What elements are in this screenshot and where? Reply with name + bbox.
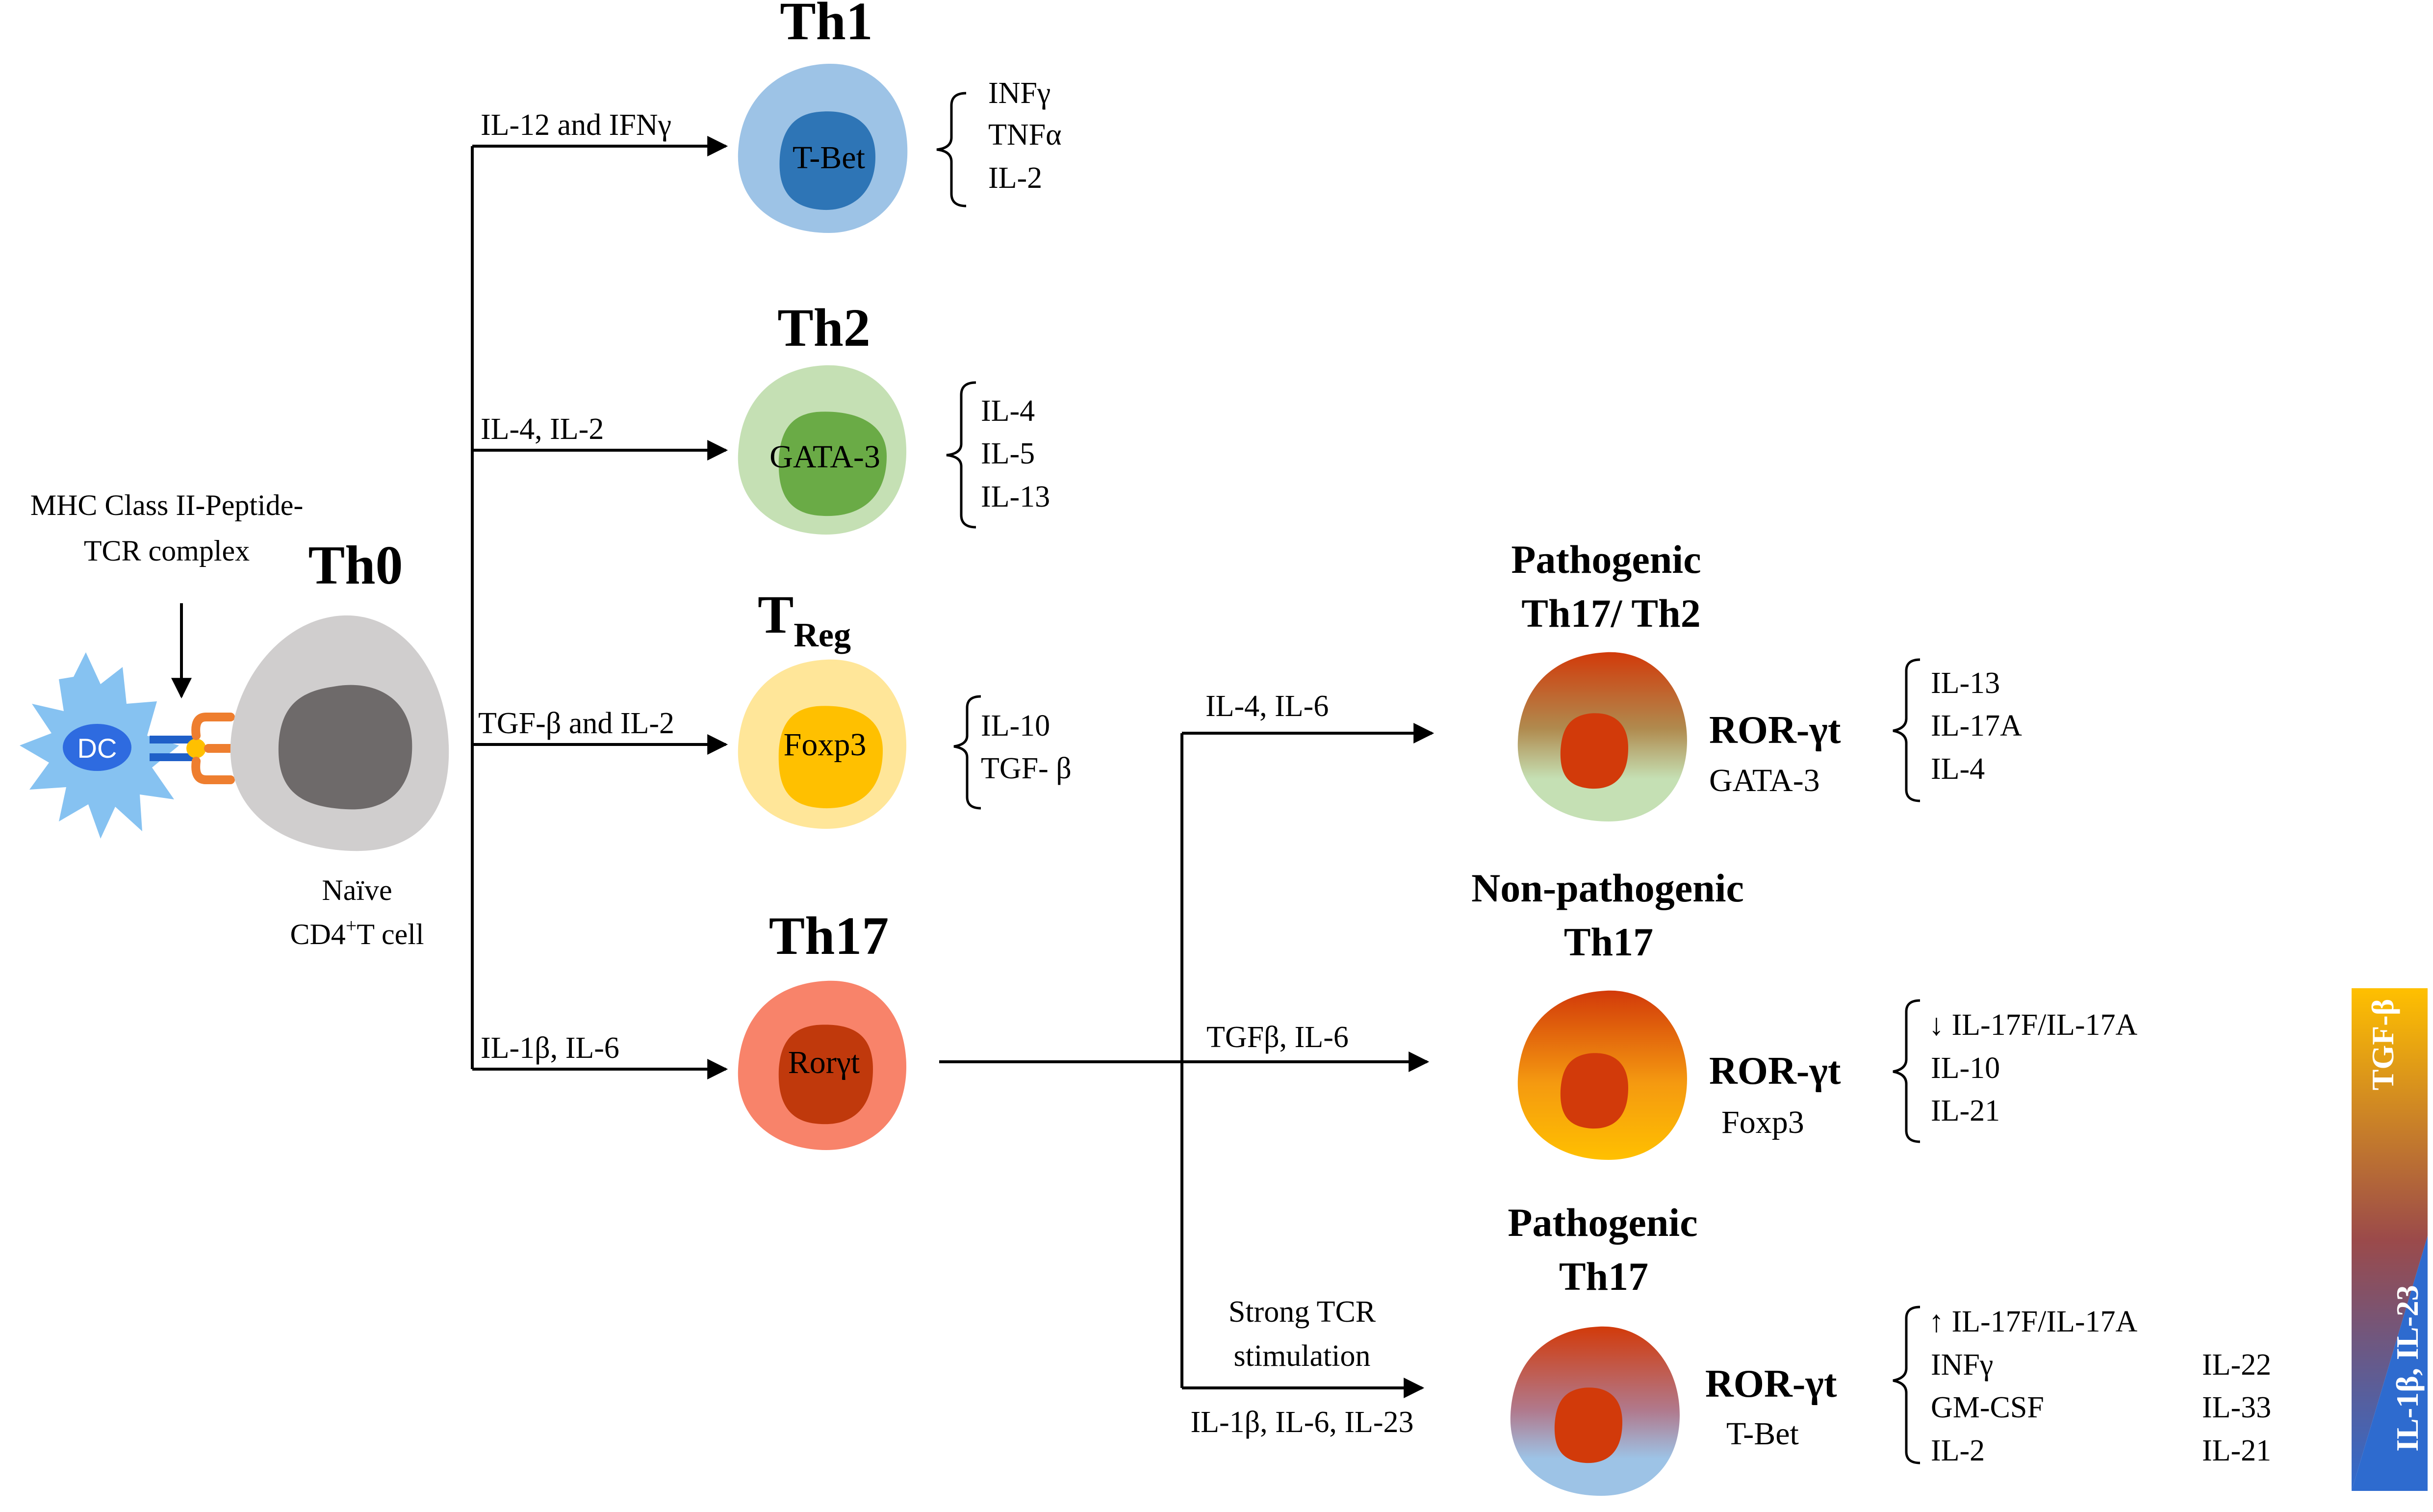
pathogenic-th17-th2-group: Pathogenic Th17/ Th2 ROR-γt GATA-3 IL-13…: [1511, 537, 2022, 821]
pathogenic-th17-brace: [1893, 1306, 1921, 1464]
pathogenic-th17-tf1: ROR-γt: [1705, 1362, 1837, 1406]
pathogenic-th17-cytokine: INFγ: [1931, 1348, 1993, 1382]
th1-brace: [936, 92, 967, 207]
th17-title: Th17: [769, 906, 889, 966]
th1-tf-label: T-Bet: [793, 140, 865, 176]
nonpathogenic-th17-title: Th17: [1564, 920, 1653, 964]
th17-nucleus: [778, 1025, 873, 1125]
pathogenic-th17-th2-tf2: GATA-3: [1709, 763, 1820, 798]
nonpathogenic-th17-cytokine: IL-10: [1931, 1051, 2000, 1085]
pathogenic-th17-cytokine: IL-2: [1931, 1434, 1985, 1467]
th2-cytokine: IL-13: [981, 480, 1050, 513]
nonpathogenic-th17-cytokine: ↓ IL-17F/IL-17A: [1929, 1008, 2138, 1042]
th0-branch-lines: [471, 136, 728, 1079]
nonpathogenic-th17-tf2: Foxp3: [1721, 1104, 1804, 1140]
peptide: [186, 739, 206, 758]
treg-group: TReg Foxp3 IL-10 TGF- β: [738, 585, 1072, 829]
th2-cytokine: IL-5: [981, 437, 1035, 470]
pathogenic-th17-nucleus: [1554, 1387, 1622, 1463]
th2-title: Th2: [777, 298, 871, 358]
treg-cytokine: IL-10: [981, 709, 1050, 743]
mhc-complex-label: TCR complex: [84, 535, 250, 567]
th17-stimulus: IL-1β, IL-6: [481, 1031, 619, 1065]
dc-label: DC: [77, 733, 117, 764]
th2-nucleus: [778, 411, 887, 516]
th1-group: Th1 T-Bet INFγ TNFα IL-2: [738, 0, 1062, 233]
pathogenic-th17-title: Pathogenic: [1508, 1200, 1697, 1245]
th1-cytokine: INFγ: [988, 77, 1050, 110]
pathogenic-th17-cytokine: ↑ IL-17F/IL-17A: [1929, 1305, 2138, 1338]
pathogenic-th2-stimulus: IL-4, IL-6: [1205, 690, 1329, 723]
th17-group: Th17 Rorγt: [738, 906, 907, 1150]
pathogenic-th17-stimulus: stimulation: [1234, 1339, 1371, 1373]
nonpathogenic-th17-brace: [1893, 999, 1921, 1143]
pathogenic-th17-tf2: T-Bet: [1726, 1416, 1799, 1452]
treg-cytokine: TGF- β: [981, 752, 1072, 785]
nonpathogenic-th17-nucleus: [1560, 1053, 1628, 1129]
pathogenic-th17-group: Pathogenic Th17 ROR-γt T-Bet ↑ IL-17F/IL…: [1508, 1200, 2271, 1496]
pathogenic-th17-title: Th17: [1559, 1254, 1648, 1299]
th2-brace: [946, 381, 976, 529]
th2-group: Th2 GATA-3 IL-4 IL-5 IL-13: [738, 298, 1050, 535]
nonpathogenic-th17-cytokine: IL-21: [1931, 1094, 2000, 1128]
nonpathogenic-stimulus: TGFβ, IL-6: [1206, 1021, 1349, 1054]
pathogenic-th17-th2-brace: [1893, 658, 1921, 802]
treg-stimulus: TGF-β and IL-2: [478, 707, 674, 740]
pathogenic-th17-th2-cytokine: IL-4: [1931, 752, 1985, 786]
pathogenic-th17-cytokine: IL-33: [2202, 1391, 2271, 1424]
tgf-beta-wedge: [2352, 988, 2428, 1491]
treg-tf-label: Foxp3: [784, 727, 867, 763]
th0-group: MHC Class II-Peptide- TCR complex DC Th0…: [20, 489, 449, 950]
pathogenic-th17-stimulus: Strong TCR: [1229, 1295, 1376, 1329]
th17-branch-lines: [939, 723, 1434, 1398]
nonpathogenic-th17-group: Non-pathogenic Th17 ROR-γt Foxp3 ↓ IL-17…: [1471, 866, 2138, 1160]
nonpathogenic-th17-title: Non-pathogenic: [1471, 866, 1744, 910]
nonpathogenic-th17-tf1: ROR-γt: [1709, 1050, 1841, 1093]
pathogenic-th17-th2-cytokine: IL-17A: [1931, 709, 2022, 743]
cytokine-gradient-bar: TGF-β IL-1β, IL-23: [2352, 988, 2428, 1491]
naive-label: CD4+T cell: [290, 915, 424, 950]
naive-label: Naïve: [322, 874, 392, 906]
th1-cytokine: TNFα: [988, 118, 1062, 152]
pathogenic-th17-th2-nucleus: [1560, 713, 1628, 789]
treg-nucleus: [778, 706, 883, 809]
th2-tf-label: GATA-3: [769, 439, 880, 475]
th1-cytokine: IL-2: [988, 161, 1042, 195]
mhc-complex-label: MHC Class II-Peptide-: [30, 489, 304, 521]
treg-brace: [953, 695, 981, 810]
th1-nucleus: [779, 111, 875, 210]
pathogenic-th17-th2-title: Th17/ Th2: [1521, 591, 1700, 636]
mhc-molecule: [150, 753, 194, 761]
il-wedge: [2352, 1236, 2428, 1491]
pathogenic-th17-th2-tf1: ROR-γt: [1709, 709, 1841, 752]
th1-stimulus: IL-12 and IFNγ: [481, 108, 671, 142]
th2-cytokine: IL-4: [981, 394, 1035, 428]
treg-title: TReg: [758, 585, 851, 654]
th0-nucleus: [278, 685, 412, 810]
il-gradient-label: IL-1β, IL-23: [2390, 1285, 2425, 1452]
mhc-molecule: [150, 736, 194, 743]
th17-tf-label: Rorγt: [788, 1045, 860, 1080]
pathogenic-th17-cytokine: GM-CSF: [1931, 1391, 2044, 1424]
pathogenic-th17-stimulus: IL-1β, IL-6, IL-23: [1190, 1406, 1413, 1439]
dendritic-cell-core: [63, 724, 131, 771]
pathogenic-th17-cytokine: IL-22: [2202, 1348, 2271, 1382]
th1-title: Th1: [780, 0, 873, 51]
pathogenic-th17-th2-cytokine: IL-13: [1931, 666, 2000, 700]
tgf-beta-gradient-label: TGF-β: [2365, 999, 2400, 1091]
th0-title: Th0: [308, 535, 403, 596]
th2-stimulus: IL-4, IL-2: [481, 412, 604, 446]
pathogenic-th17-cytokine: IL-21: [2202, 1434, 2271, 1467]
pathogenic-th17-th2-title: Pathogenic: [1511, 537, 1701, 582]
